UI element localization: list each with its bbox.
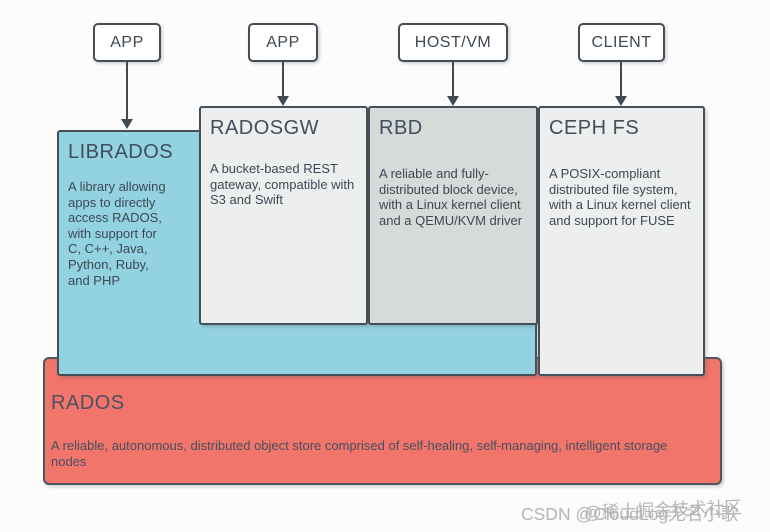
layer-rbd: RBD A reliable and fully- distributed bl… <box>368 106 538 325</box>
layer-librados-description: A library allowing apps to directly acce… <box>68 179 166 288</box>
layer-rados: RADOS A reliable, autonomous, distribute… <box>43 357 722 485</box>
node-host-vm: HOST/VM <box>398 23 508 62</box>
node-app-1: APP <box>93 23 161 62</box>
arrow-down-icon <box>615 62 627 106</box>
arrow-shaft <box>452 62 455 96</box>
layer-cephfs-title: CEPH FS <box>549 117 640 139</box>
node-app-1-label: APP <box>110 33 144 51</box>
layer-rbd-title: RBD <box>379 117 423 139</box>
arrow-down-icon <box>121 62 133 129</box>
layer-librados-title: LIBRADOS <box>68 141 174 163</box>
watermark-csdn: CSDN @CloudLog无名小歌 <box>521 504 739 524</box>
arrow-head-icon <box>447 96 459 106</box>
arrow-down-icon <box>447 62 459 106</box>
layer-rados-description: A reliable, autonomous, distributed obje… <box>51 438 668 469</box>
arrow-shaft <box>620 62 623 96</box>
layer-radosgw-title: RADOSGW <box>210 117 320 139</box>
layer-radosgw-description: A bucket-based REST gateway, compatible … <box>210 161 355 208</box>
node-app-2: APP <box>248 23 318 62</box>
arrow-head-icon <box>615 96 627 106</box>
node-client: CLIENT <box>578 23 665 62</box>
arrow-shaft <box>126 62 129 119</box>
layer-rbd-description: A reliable and fully- distributed block … <box>379 166 523 228</box>
arrow-shaft <box>282 62 285 96</box>
node-client-label: CLIENT <box>591 33 652 51</box>
layer-rados-title: RADOS <box>51 392 125 414</box>
node-host-vm-label: HOST/VM <box>414 33 492 51</box>
arrow-head-icon <box>277 96 289 106</box>
layer-radosgw: RADOSGW A bucket-based REST gateway, com… <box>199 106 368 325</box>
layer-cephfs-description: A POSIX-compliant distributed file syste… <box>549 166 691 228</box>
arrow-down-icon <box>277 62 289 106</box>
node-app-2-label: APP <box>266 33 300 51</box>
arrow-head-icon <box>121 119 133 129</box>
layer-cephfs: CEPH FS A POSIX-compliant distributed fi… <box>538 106 705 376</box>
